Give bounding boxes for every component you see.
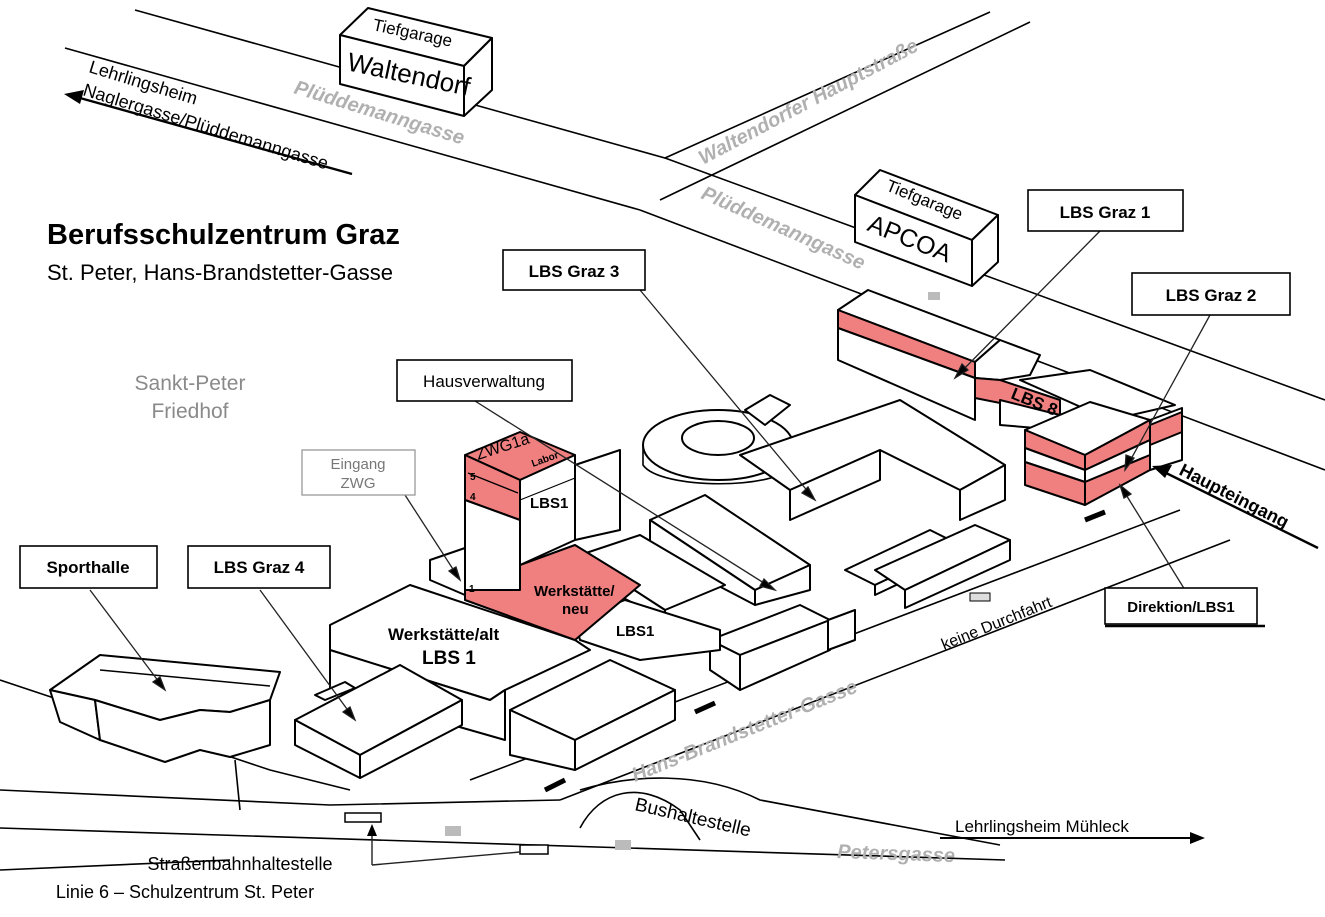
label-floor5: 5 bbox=[470, 472, 476, 483]
callout-lbs1: LBS Graz 1 bbox=[1027, 189, 1184, 232]
callout-eingang-line2: ZWG bbox=[341, 475, 376, 492]
label-werkstaette-alt-lbs: LBS 1 bbox=[422, 648, 476, 669]
title-block: Berufsschulzentrum Graz St. Peter, Hans-… bbox=[47, 219, 400, 285]
direction-keine-durchfahrt-label: keine Durchfahrt bbox=[939, 594, 1055, 654]
callout-lbs1-label: LBS Graz 1 bbox=[1060, 203, 1151, 222]
callout-sporthalle: Sporthalle bbox=[19, 545, 158, 589]
callout-lbs2: LBS Graz 2 bbox=[1131, 272, 1291, 316]
callout-hausverwaltung-label: Hausverwaltung bbox=[423, 372, 545, 391]
callout-eingang: Eingang ZWG bbox=[301, 449, 416, 496]
label-floor1: 1 bbox=[469, 584, 475, 595]
callout-sporthalle-label: Sporthalle bbox=[46, 558, 129, 577]
callout-lbs2-label: LBS Graz 2 bbox=[1166, 286, 1257, 305]
page-title: Berufsschulzentrum Graz bbox=[47, 219, 400, 251]
label-lbs1-right: LBS1 bbox=[616, 623, 654, 640]
direction-keine-durchfahrt: keine Durchfahrt bbox=[939, 594, 1055, 654]
building-lbs2 bbox=[1024, 401, 1183, 506]
callout-lbs3-label: LBS Graz 3 bbox=[529, 262, 620, 281]
arrow-up-icon bbox=[367, 824, 377, 836]
direction-bushaltestelle: Bushaltestelle bbox=[633, 794, 753, 841]
direction-muehleck-label: Lehrlingsheim Mühleck bbox=[955, 817, 1129, 836]
direction-haupteingang-label: Haupteingang bbox=[1176, 460, 1292, 532]
arrow-left-icon bbox=[1152, 465, 1172, 478]
building-lbs2-block bbox=[837, 289, 1176, 431]
landmark-friedhof: Sankt-Peter Friedhof bbox=[135, 372, 246, 423]
building-lbs4 bbox=[294, 664, 463, 779]
small-blocks-right bbox=[709, 524, 1011, 691]
building-lbs1-right bbox=[574, 599, 721, 661]
label-lbs1-tower: LBS1 bbox=[530, 495, 568, 512]
arrow-left-icon bbox=[64, 90, 84, 104]
street-waltendorfer: Waltendorfer Hauptstraße bbox=[695, 35, 922, 170]
direction-strassenbahn: Straßenbahnhaltestelle Linie 6 – Schulze… bbox=[56, 824, 521, 902]
direction-haupteingang: Haupteingang bbox=[1152, 460, 1319, 550]
page-subtitle: St. Peter, Hans-Brandstetter-Gasse bbox=[47, 260, 393, 285]
direction-muehleck: Lehrlingsheim Mühleck bbox=[940, 817, 1205, 844]
direction-strassenbahn-line1: Straßenbahnhaltestelle bbox=[147, 854, 332, 874]
callout-direktion-label: Direktion/LBS1 bbox=[1127, 599, 1235, 616]
label-floor4: 4 bbox=[470, 492, 476, 503]
building-front-block bbox=[509, 659, 676, 771]
callout-lbs4-label: LBS Graz 4 bbox=[214, 558, 305, 577]
direction-bushaltestelle-label: Bushaltestelle bbox=[633, 794, 753, 841]
street-peters: Petersgasse bbox=[837, 841, 956, 867]
callout-lbs3: LBS Graz 3 bbox=[502, 249, 646, 291]
label-werkstaette-alt: Werkstätte/alt bbox=[388, 625, 500, 644]
callout-lbs4: LBS Graz 4 bbox=[187, 545, 331, 589]
callout-eingang-line1: Eingang bbox=[330, 456, 385, 473]
arrow-right-icon bbox=[1190, 832, 1205, 844]
building-sporthalle bbox=[49, 654, 281, 763]
building-zwg-tower bbox=[429, 431, 621, 596]
landmark-line2: Friedhof bbox=[151, 400, 228, 423]
label-werkstaette-neu-2: neu bbox=[562, 601, 589, 618]
garage-apcoa: Tiefgarage APCOA bbox=[854, 169, 999, 287]
direction-naglergasse: Lehrlingsheim Naglergasse/Plüddemanngass… bbox=[64, 57, 353, 176]
label-werkstaette-neu-1: Werkstätte/ bbox=[534, 583, 615, 600]
garage-waltendorf: Tiefgarage Waltendorf bbox=[339, 7, 493, 117]
direction-strassenbahn-line2: Linie 6 – Schulzentrum St. Peter bbox=[56, 882, 314, 902]
building-lbs3 bbox=[739, 394, 1006, 521]
street-furniture bbox=[344, 292, 1106, 855]
landmark-line1: Sankt-Peter bbox=[135, 372, 246, 395]
callout-hausverwaltung: Hausverwaltung bbox=[396, 359, 573, 402]
callout-direktion: Direktion/LBS1 bbox=[1104, 587, 1265, 628]
callout-leaders bbox=[89, 230, 1211, 722]
street-plueddemann-right: Plüddemanngasse bbox=[698, 182, 868, 274]
